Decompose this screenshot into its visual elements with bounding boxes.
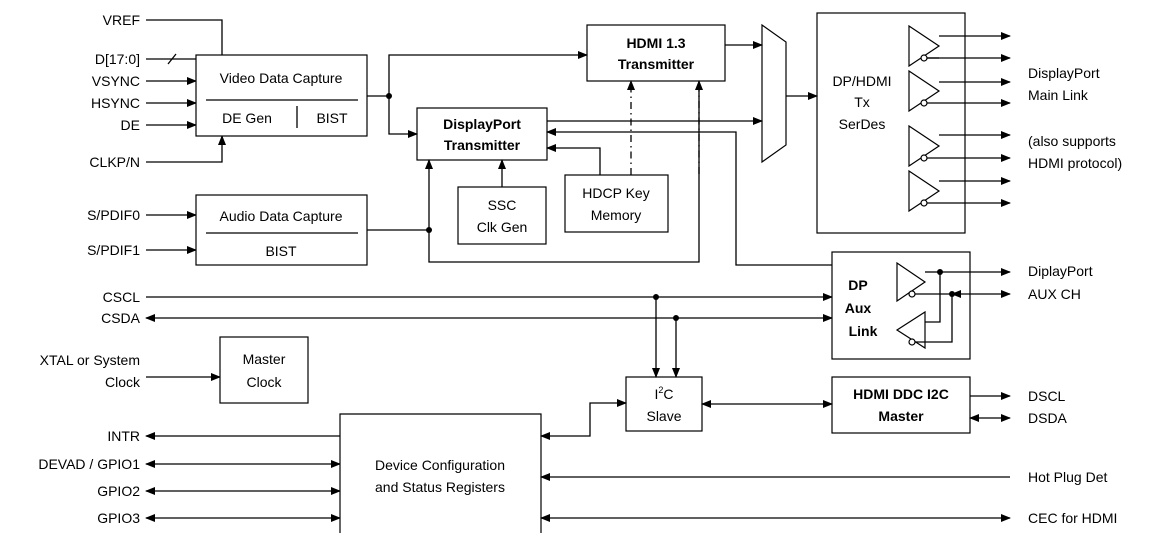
hdmi-note-line2: HDMI protocol): [1028, 155, 1122, 171]
dp-tx-line2: Transmitter: [444, 137, 521, 153]
hdmi-ddc-master-block: HDMI DDC I2C Master: [831, 376, 971, 434]
master-clock-line1: Master: [243, 351, 286, 367]
audio-bist-label: BIST: [265, 243, 297, 259]
dscl-label: DSCL: [1028, 388, 1066, 404]
dp-aux-link-block: DP Aux Link: [831, 251, 971, 360]
hdmi-transmitter-block: HDMI 1.3 Transmitter: [586, 24, 726, 82]
csda-label: CSDA: [101, 310, 141, 326]
dp-main-link-line2: Main Link: [1028, 87, 1089, 103]
clkpn-label: CLKP/N: [89, 154, 140, 170]
devad-label: DEVAD / GPIO1: [38, 456, 140, 472]
dp-main-link-line1: DisplayPort: [1028, 65, 1100, 81]
xtal-label-line2: Clock: [105, 374, 141, 390]
i2c-slave-line1: I2C: [654, 385, 673, 402]
i2c-slave-block: I2C Slave: [625, 376, 703, 432]
ddc-line1: HDMI DDC I2C: [853, 386, 949, 402]
video-bist-label: BIST: [316, 110, 348, 126]
hsync-label: HSYNC: [91, 95, 140, 111]
serdes-line3: SerDes: [839, 116, 886, 132]
hot-plug-label: Hot Plug Det: [1028, 469, 1107, 485]
aux-line1: DP: [848, 277, 867, 293]
vref-label: VREF: [103, 12, 140, 28]
master-clock-block: Master Clock: [219, 336, 309, 404]
dsda-label: DSDA: [1028, 410, 1068, 426]
cscl-label: CSCL: [103, 289, 141, 305]
video-capture-title: Video Data Capture: [220, 70, 343, 86]
config-line2: and Status Registers: [375, 479, 505, 495]
hdcp-key-memory-block: HDCP Key Memory: [564, 174, 669, 233]
main-link-output-wires: [927, 32, 1011, 207]
hdmi-tx-line2: Transmitter: [618, 56, 695, 72]
ssc-line1: SSC: [488, 197, 517, 213]
config-line1: Device Configuration: [375, 457, 505, 473]
serdes-block: DP/HDMI Tx SerDes: [816, 12, 966, 234]
intr-label: INTR: [107, 428, 140, 444]
device-config-block: Device Configuration and Status Register…: [339, 413, 542, 533]
aux-ch-line1: DiplayPort: [1028, 263, 1093, 279]
hdmi-tx-line1: HDMI 1.3: [626, 35, 685, 51]
de-gen-label: DE Gen: [222, 110, 272, 126]
audio-data-capture-block: Audio Data Capture BIST: [195, 194, 368, 266]
displayport-transmitter-block: DisplayPort Transmitter: [416, 107, 548, 161]
gpio2-label: GPIO2: [97, 483, 140, 499]
vsync-label: VSYNC: [92, 73, 140, 89]
hdcp-line2: Memory: [591, 207, 642, 223]
xtal-label-line1: XTAL or System: [40, 352, 140, 368]
audio-capture-title: Audio Data Capture: [220, 208, 343, 224]
input-wires: [145, 19, 833, 522]
spdif1-label: S/PDIF1: [87, 242, 140, 258]
mux-symbol: [761, 23, 787, 164]
differential-buffers: [908, 24, 941, 213]
video-data-capture-block: Video Data Capture DE Gen BIST: [195, 54, 368, 137]
serdes-line2: Tx: [854, 94, 870, 110]
hdcp-line1: HDCP Key: [582, 185, 649, 201]
aux-line3: Link: [849, 323, 878, 339]
dp-tx-line1: DisplayPort: [443, 116, 521, 132]
d-bus-label: D[17:0]: [95, 51, 140, 67]
ddc-line2: Master: [878, 408, 924, 424]
internal-wires: [367, 41, 1011, 522]
cec-label: CEC for HDMI: [1028, 510, 1117, 526]
ssc-line2: Clk Gen: [477, 219, 528, 235]
master-clock-line2: Clock: [246, 374, 282, 390]
spdif0-label: S/PDIF0: [87, 207, 140, 223]
ssc-clk-gen-block: SSC Clk Gen: [457, 186, 547, 245]
aux-ch-line2: AUX CH: [1028, 286, 1081, 302]
i2c-slave-line2: Slave: [646, 408, 681, 424]
aux-line2: Aux: [845, 300, 872, 316]
gpio3-label: GPIO3: [97, 510, 140, 526]
hdmi-note-line1: (also supports: [1028, 133, 1116, 149]
de-label: DE: [121, 117, 140, 133]
serdes-line1: DP/HDMI: [832, 73, 891, 89]
